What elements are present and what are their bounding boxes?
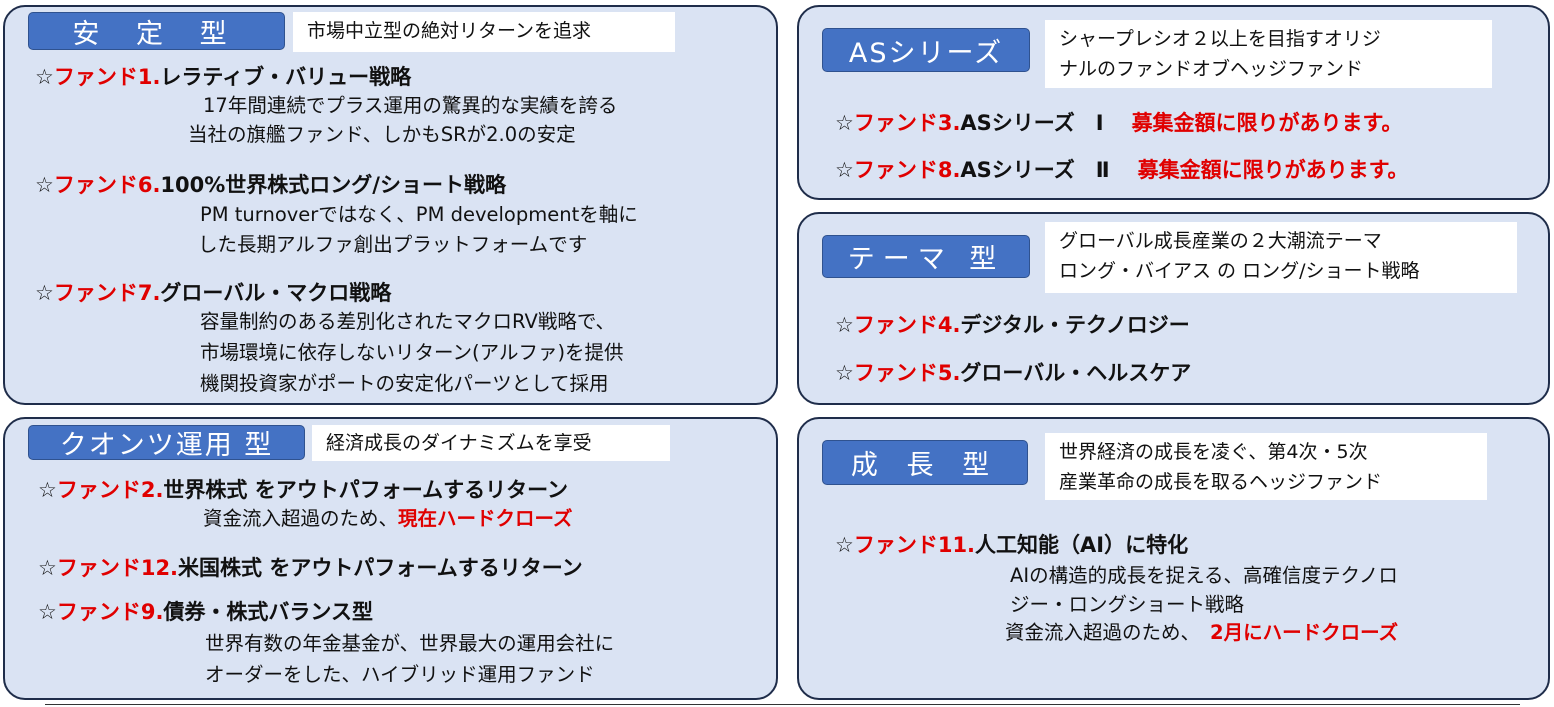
fund-9-title: ☆ファンド9.債券・株式バランス型 [38,600,374,624]
fund-11-desc: 資金流入超過のため、2月にハードクローズ [1005,621,1399,644]
star-icon: ☆ [835,361,854,385]
category-label-theme: テーマ 型 [822,235,1030,278]
limit-notice: 募集金額に限りがあります。 [1131,111,1403,135]
fund-6-desc: PM turnoverではなく、PM developmentを軸に [200,203,638,226]
hard-close-notice: 現在ハードクローズ [398,507,573,530]
category-desc-quant: 経済成長のダイナミズムを享受 [312,425,670,461]
category-desc-growth: 世界経済の成長を凌ぐ、第4次・5次産業革命の成長を取るヘッジファンド [1045,433,1487,500]
fund-11-desc: ジー・ロングショート戦略 [1010,593,1245,616]
star-icon: ☆ [35,173,54,197]
fund-11-desc: AIの構造的成長を捉える、高確信度テクノロ [1010,564,1398,587]
star-icon: ☆ [38,556,57,580]
fund-9-desc: オーダーをした、ハイブリッド運用ファンド [205,663,595,686]
fund-2-desc: 資金流入超過のため、現在ハードクローズ [203,507,573,530]
star-icon: ☆ [835,158,854,182]
fund-7-desc: 容量制約のある差別化されたマクロRV戦略で、 [200,310,616,333]
fund-1-title: ☆ファンド1.レラティブ・バリュー戦略 [35,65,412,89]
bottom-divider [45,704,1520,705]
fund-1-desc: 当社の旗艦ファンド、しかもSRが2.0の安定 [188,123,576,146]
star-icon: ☆ [38,600,57,624]
fund-7-desc: 機関投資家がポートの安定化パーツとして採用 [200,372,609,395]
star-icon: ☆ [35,65,54,89]
star-icon: ☆ [835,533,854,557]
fund-6-title: ☆ファンド6.100%世界株式ロング/ショート戦略 [35,173,506,197]
fund-7-title: ☆ファンド7.グローバル・マクロ戦略 [35,281,392,305]
fund-5-title: ☆ファンド5.グローバル・ヘルスケア [835,361,1192,385]
star-icon: ☆ [835,313,854,337]
star-icon: ☆ [35,281,54,305]
fund-12-title: ☆ファンド12.米国株式 をアウトパフォームするリターン [38,556,583,580]
star-icon: ☆ [835,111,854,135]
star-icon: ☆ [38,478,57,502]
category-label-stable: 安 定 型 [28,12,285,50]
category-desc-stable: 市場中立型の絶対リターンを追求 [293,12,675,52]
limit-notice: 募集金額に限りがあります。 [1137,158,1409,182]
hard-close-notice: 2月にハードクローズ [1210,621,1399,644]
fund-9-desc: 世界有数の年金基金が、世界最大の運用会社に [205,632,615,655]
category-label-as: ASシリーズ [822,28,1030,72]
fund-6-desc: した長期アルファ創出プラットフォームです [198,233,588,256]
panel-quant [3,417,778,700]
category-label-quant: クオンツ運用 型 [28,425,305,461]
fund-1-desc: 17年間連続でプラス運用の驚異的な実績を誇る [203,94,618,117]
category-desc-as: シャープレシオ２以上を目指すオリジナルのファンドオブヘッジファンド [1045,20,1492,88]
panel-stable [3,5,778,405]
fund-11-title: ☆ファンド11.人工知能（AI）に特化 [835,533,1189,557]
fund-7-desc: 市場環境に依存しないリターン(アルファ)を提供 [200,341,624,364]
fund-2-title: ☆ファンド2.世界株式 をアウトパフォームするリターン [38,478,569,502]
category-desc-theme: グローバル成長産業の２大潮流テーマロング・バイアス の ロング/ショート戦略 [1045,222,1517,293]
category-label-growth: 成 長 型 [822,440,1028,485]
fund-4-title: ☆ファンド4.デジタル・テクノロジー [835,313,1190,337]
